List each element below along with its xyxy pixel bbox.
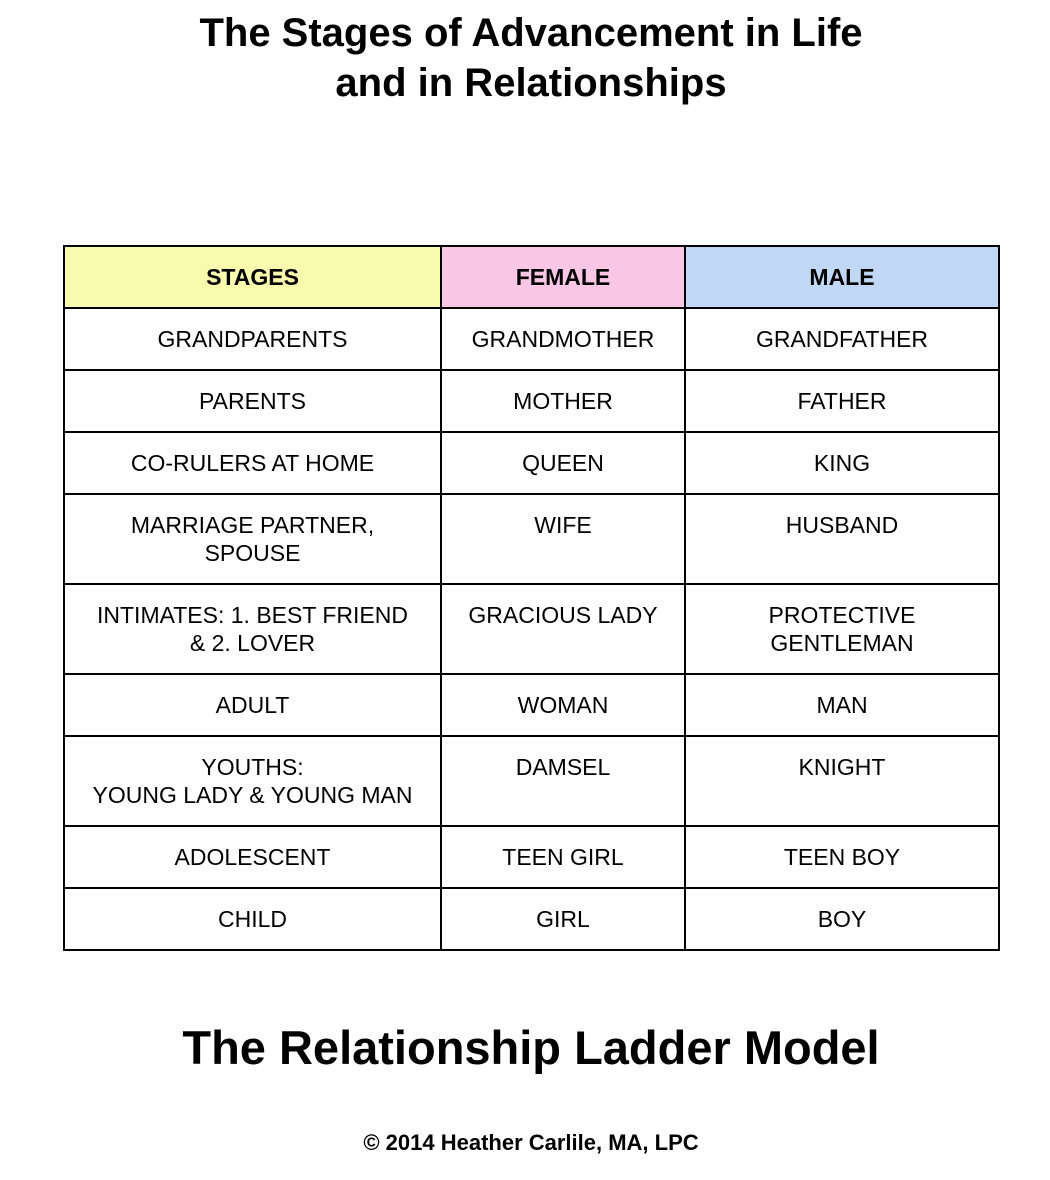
table-header-row: STAGES FEMALE MALE [63,245,1000,309]
female-cell: WIFE [440,493,686,585]
female-cell: TEEN GIRL [440,825,686,889]
male-cell: TEEN BOY [684,825,1000,889]
stage-cell: YOUTHS:YOUNG LADY & YOUNG MAN [63,735,442,827]
female-cell: DAMSEL [440,735,686,827]
female-cell: MOTHER [440,369,686,433]
male-cell: KNIGHT [684,735,1000,827]
stage-cell: MARRIAGE PARTNER,SPOUSE [63,493,442,585]
female-cell: QUEEN [440,431,686,495]
model-name: The Relationship Ladder Model [182,1021,880,1074]
title-line-1: The Stages of Advancement in Life [199,11,863,55]
stage-cell: PARENTS [63,369,442,433]
title-line-2: and in Relationships [335,61,727,105]
header-female: FEMALE [440,245,686,309]
male-cell: MAN [684,673,1000,737]
stage-cell: CHILD [63,887,442,951]
stage-cell: GRANDPARENTS [63,307,442,371]
female-cell: WOMAN [440,673,686,737]
male-cell: HUSBAND [684,493,1000,585]
page-title: The Stages of Advancement in Life and in… [0,8,1050,108]
header-male: MALE [684,245,1000,309]
stage-cell: CO-RULERS AT HOME [63,431,442,495]
male-cell: GRANDFATHER [684,307,1000,371]
female-cell: GRACIOUS LADY [440,583,686,675]
female-cell: GRANDMOTHER [440,307,686,371]
stage-cell: ADULT [63,673,442,737]
copyright-notice: © 2014 Heather Carlile, MA, LPC [363,1130,699,1155]
male-cell: BOY [684,887,1000,951]
female-cell: GIRL [440,887,686,951]
male-cell: KING [684,431,1000,495]
header-stages: STAGES [63,245,442,309]
stage-cell: INTIMATES: 1. BEST FRIEND& 2. LOVER [63,583,442,675]
stage-cell: ADOLESCENT [63,825,442,889]
male-cell: FATHER [684,369,1000,433]
